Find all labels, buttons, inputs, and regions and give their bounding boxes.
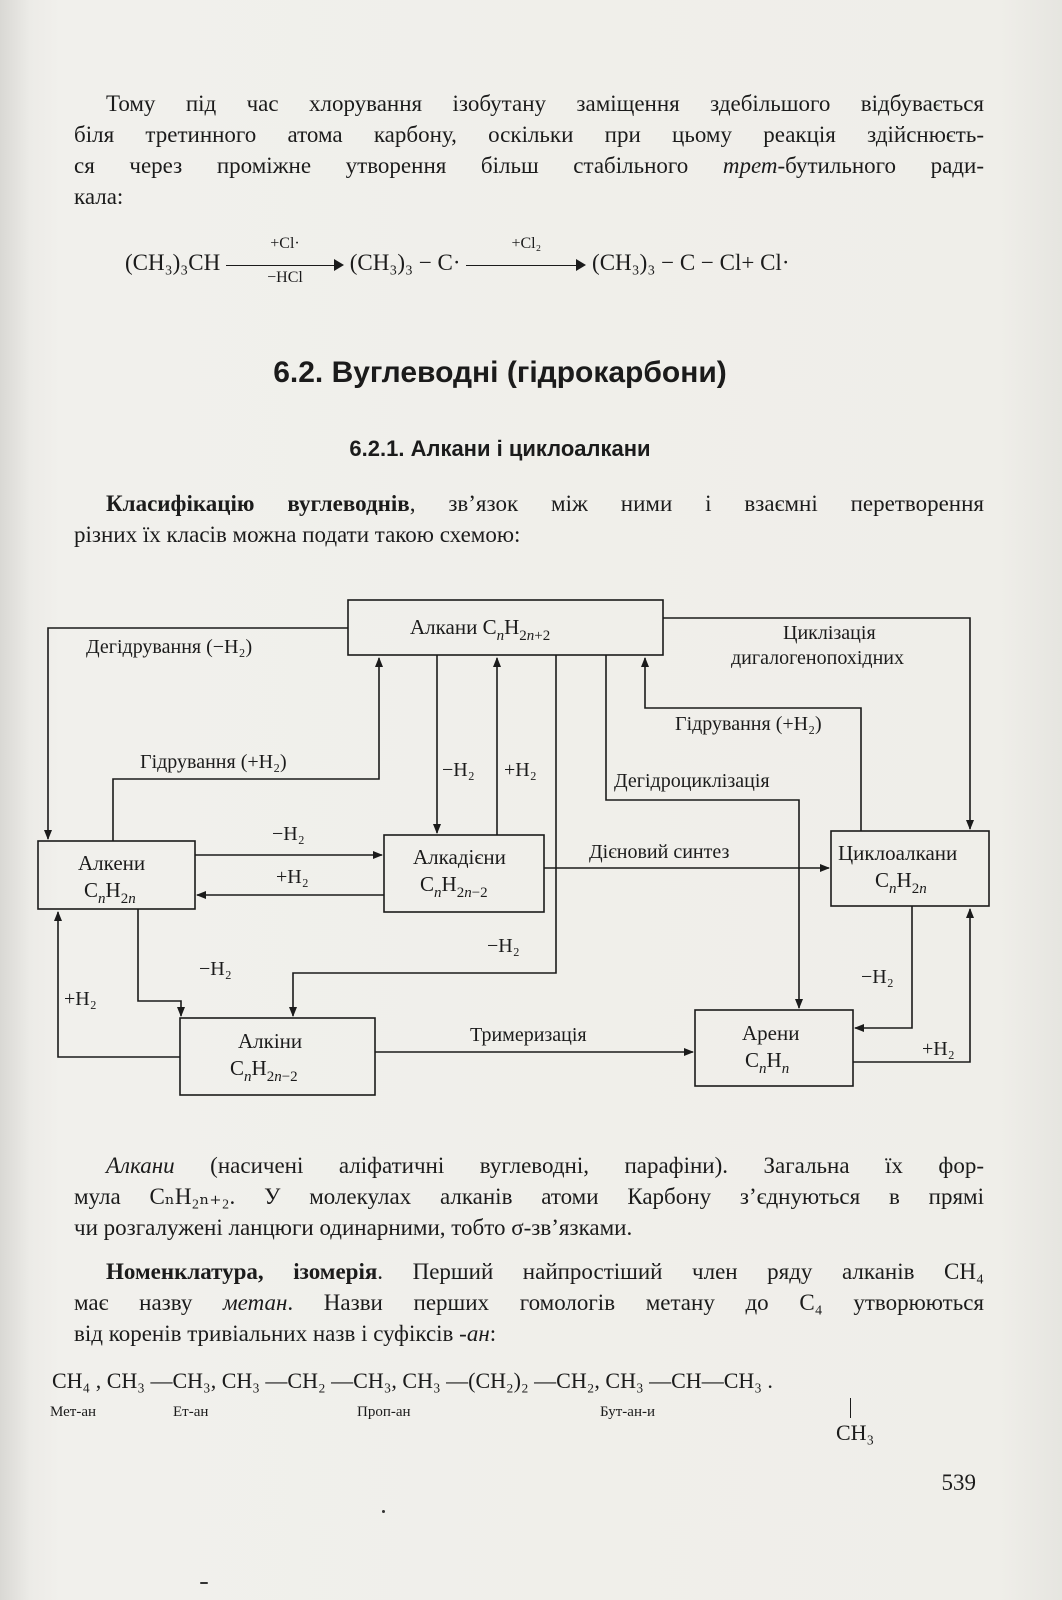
label-diene-synthesis: Дієновий синтез: [589, 841, 729, 863]
nomen-line-3-italic: -ан: [459, 1321, 490, 1346]
classification-paragraph: Класифікацію вуглеводнів, зв’язок між ни…: [74, 488, 984, 550]
alkadienes-formula: CnH2n−2: [420, 872, 488, 901]
label-plus-h2-left: +H₂: [64, 988, 97, 1010]
box-arenes: [694, 1009, 854, 1087]
nomenclature-paragraph: Номенклатура, ізомерія. Перший найпрості…: [74, 1256, 984, 1349]
label-plus-h2-right: +H₂: [922, 1038, 955, 1060]
alkanes-paragraph: Алкани (насичені аліфатичні вуглеводні, …: [74, 1150, 984, 1243]
nomen-line-3-b: :: [489, 1321, 497, 1346]
eq-intermediate: (CH₃)₃ − C·: [349, 250, 461, 275]
label-minus-h2-alkenes: −H₂: [272, 823, 305, 845]
section-title: 6.2. Вуглеводні (гідрокарбони): [273, 356, 727, 389]
intro-line-1: Тому під час хлорування ізобутану заміще…: [106, 91, 984, 116]
nomen-line-3: від коренів тривіальних назв і суфіксів …: [74, 1318, 984, 1349]
nomen-line-1-rest: . Перший найпростіший член ряду алканів …: [377, 1259, 984, 1284]
subsection-title: 6.2.1. Алкани і циклоалкани: [349, 436, 651, 461]
eq-reactant: (CH₃)₃CH: [125, 250, 221, 275]
caption-butanes: Бут-ан-и: [600, 1404, 655, 1420]
arrow-cyclization: [663, 617, 974, 830]
label-cyclization-2: дигалогенопохідних: [731, 647, 904, 669]
label-minus-h2-right: −H₂: [861, 966, 894, 988]
arrow-alkenes-to-alkynes: [137, 909, 185, 1017]
alkane-formulas: CH₄ , CH₃ —CH₃, CH₃ —CH₂ —CH₃, CH₃ —(CH₂…: [52, 1368, 773, 1393]
eq-arrow-2-above: +Cl₂: [511, 234, 542, 252]
box-alkadienes: [383, 834, 545, 913]
intro-line-3-start: ся через проміжне утворення більш стабіл…: [74, 153, 723, 178]
arenes-label: Арени: [742, 1021, 799, 1045]
label-dehydrogenation: Дегідрування (−H₂): [86, 636, 252, 658]
caption-propane: Проп-ан: [357, 1404, 411, 1420]
alkadienes-label: Алкадієни: [413, 845, 506, 869]
eq-arrow-2: +Cl₂: [466, 235, 587, 275]
intro-line-3-tail: -бутильного ради-: [777, 153, 984, 178]
classification-line-2: різних їх класів можна подати такою схем…: [74, 522, 521, 547]
arrow-dehydrocyclization: [605, 655, 803, 1009]
label-plus-h2-center: +H₂: [504, 759, 537, 781]
caption-methane: Мет-ан: [50, 1404, 97, 1420]
alkynes-label: Алкіни: [238, 1029, 302, 1053]
eq-product: (CH₃)₃ − C − Cl+ Cl·: [592, 250, 790, 275]
cycloalkanes-formula: CnH2n: [875, 868, 927, 897]
classification-bold: Класифікацію вуглеводнів: [106, 491, 410, 516]
intro-line-4: кала:: [74, 184, 124, 209]
arrow-cycloalkanes-to-arenes: [854, 906, 913, 1032]
label-plus-h2-alkenes: +H₂: [276, 866, 309, 888]
cycloalkanes-label: Циклоалкани: [838, 841, 957, 865]
alkenes-label: Алкени: [78, 851, 145, 875]
arrow-hydrogenation-right: [641, 657, 862, 831]
arrow-arenes-to-cycloalkanes: [853, 908, 974, 1063]
nomen-line-1: Номенклатура, ізомерія. Перший найпрості…: [74, 1256, 984, 1287]
label-minus-h2-alkynes: −H₂: [487, 935, 520, 957]
caption-ethane: Ет-ан: [173, 1404, 209, 1420]
nomen-line-2-b: . Назви перших гомологів метану до C₄ ут…: [287, 1290, 985, 1315]
nomen-line-2-italic: метан: [222, 1290, 288, 1315]
eq-arrow-1-below: −HCl: [267, 268, 303, 286]
intro-line-3: ся через проміжне утворення більш стабіл…: [74, 150, 984, 181]
nomen-line-2: має назву метан. Назви перших гомологів …: [74, 1287, 984, 1318]
label-trimerization: Тримеризація: [470, 1024, 587, 1046]
arrow-hydrogenation-left: [112, 657, 383, 841]
intro-line-2: біля третинного атома карбону, оскільки …: [74, 122, 984, 147]
nomen-line-2-a: має назву: [74, 1290, 223, 1315]
alkanes-label: Алкани CnH2n+2: [410, 615, 550, 644]
alkanes-line-1-rest: (насичені аліфатичні вуглеводні, парафін…: [174, 1153, 984, 1178]
label-minus-h2-center: −H₂: [442, 759, 475, 781]
eq-arrow-1: +Cl· −HCl: [226, 235, 345, 286]
label-cyclization-1: Циклізація: [783, 622, 876, 644]
branch-ch3: CH₃: [836, 1420, 875, 1445]
label-hydrogenation-left: Гідрування (+H₂): [140, 751, 287, 773]
alkanes-line-3: чи розгалужені ланцюги одинарними, тобто…: [74, 1215, 633, 1240]
arrow-alkanes-to-alkynes: [289, 655, 557, 1017]
box-cycloalkanes: [830, 830, 990, 907]
nomen-bold: Номенклатура, ізомерія: [106, 1259, 378, 1284]
label-minus-h2-left: −H₂: [199, 958, 232, 980]
intro-paragraph: Тому під час хлорування ізобутану заміще…: [74, 88, 984, 212]
label-hydrogenation-right: Гідрування (+H₂): [675, 713, 822, 735]
alkanes-line-2: мула CₙH₂ₙ₊₂. У молекулах алканів атоми …: [74, 1184, 984, 1209]
specks: [200, 1582, 208, 1584]
alkynes-formula: CnH2n−2: [230, 1056, 298, 1085]
classification-line-1: Класифікацію вуглеводнів, зв’язок між ни…: [74, 488, 984, 519]
alkenes-formula: CnH2n: [84, 878, 136, 907]
box-alkenes: [37, 840, 196, 910]
arenes-formula: CnHn: [745, 1048, 789, 1077]
classification-line-1-rest: , зв’язок між ними і взаємні перетворенн…: [409, 491, 984, 516]
branch-bond: [850, 1398, 851, 1418]
label-dehydrocyclization: Дегідроциклізація: [614, 770, 770, 792]
alkanes-line-1: Алкани (насичені аліфатичні вуглеводні, …: [74, 1150, 984, 1181]
arrow-dehydrogenation: [44, 627, 348, 840]
chlorination-equation: (CH₃)₃CH +Cl· −HCl (CH₃)₃ − C· +Cl₂ (CH₃…: [125, 235, 790, 286]
arrow-alkynes-to-alkenes: [54, 911, 180, 1058]
eq-arrow-1-above: +Cl·: [270, 234, 300, 252]
specks: [382, 1510, 385, 1513]
intro-italic-word: трет: [722, 153, 778, 178]
page-number: 539: [941, 1470, 977, 1495]
nomen-line-3-a: від коренів тривіальних назв і суфіксів: [74, 1321, 460, 1346]
alkanes-italic: Алкани: [106, 1153, 175, 1178]
